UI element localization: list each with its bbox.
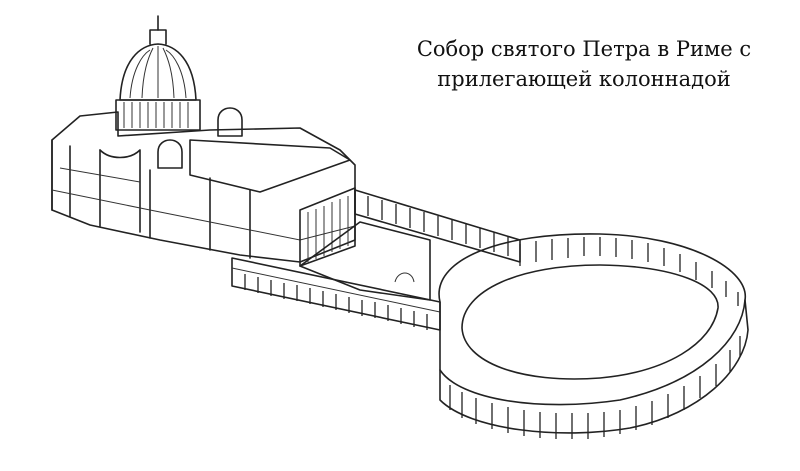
caption-line-1: Собор святого Петра в Риме с	[416, 37, 752, 61]
upper-colonnade	[354, 189, 521, 263]
small-domes	[157, 107, 243, 169]
basilica-body	[51, 111, 356, 263]
caption: Собор святого Петра в Риме с прилегающей…	[384, 34, 784, 94]
elliptical-colonnade	[438, 233, 749, 439]
main-dome	[115, 15, 201, 131]
caption-line-2: прилегающей колоннадой	[437, 67, 731, 91]
forecourt	[299, 221, 431, 301]
lower-colonnade	[231, 257, 441, 331]
facade	[299, 187, 356, 267]
